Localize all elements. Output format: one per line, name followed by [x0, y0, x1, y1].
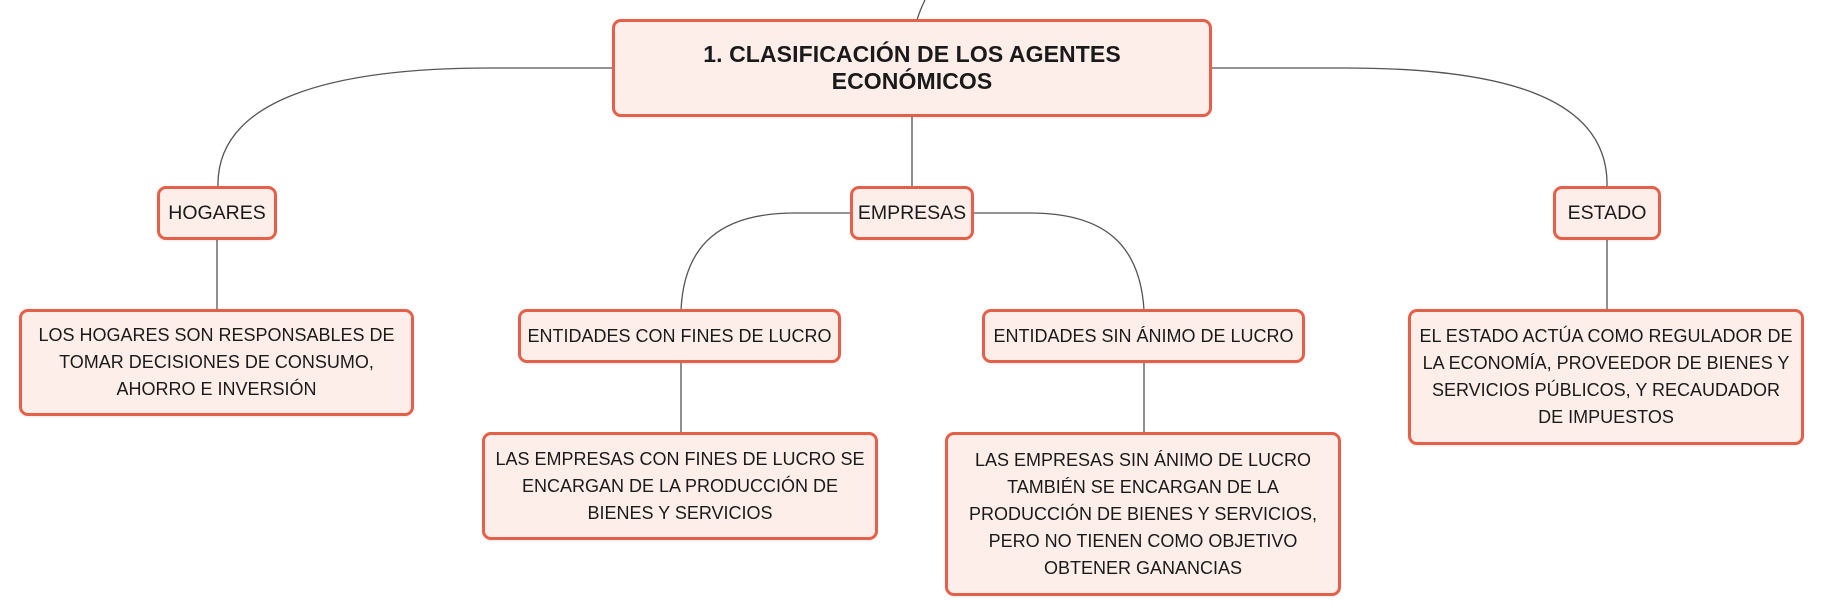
root-node-text: 1. CLASIFICACIÓN DE LOS AGENTES ECONÓMIC…: [703, 41, 1121, 94]
estado-node[interactable]: ESTADO: [1553, 186, 1661, 240]
connector-root-hogares: [217, 67, 612, 189]
con-fines-node[interactable]: ENTIDADES CON FINES DE LUCRO: [518, 309, 841, 363]
connector-root-estado: [1212, 67, 1608, 189]
connector-empresas-sin-animo: [973, 212, 1145, 311]
con-fines-description-text: LAS EMPRESAS CON FINES DE LUCRO SE ENCAR…: [495, 448, 865, 523]
sin-animo-description-node[interactable]: LAS EMPRESAS SIN ÁNIMO DE LUCRO TAMBIÉN …: [945, 432, 1341, 596]
hogares-node-text: HOGARES: [168, 201, 266, 224]
sin-animo-node[interactable]: ENTIDADES SIN ÁNIMO DE LUCRO: [982, 309, 1305, 363]
con-fines-node-text: ENTIDADES CON FINES DE LUCRO: [527, 325, 832, 346]
sin-animo-description-text: LAS EMPRESAS SIN ÁNIMO DE LUCRO TAMBIÉN …: [968, 449, 1318, 578]
hogares-description-node[interactable]: LOS HOGARES SON RESPONSABLES DE TOMAR DE…: [19, 309, 414, 416]
root-node[interactable]: 1. CLASIFICACIÓN DE LOS AGENTES ECONÓMIC…: [612, 19, 1212, 117]
estado-node-text: ESTADO: [1567, 201, 1647, 224]
connector-parent-root: [916, 0, 926, 21]
estado-description-text: EL ESTADO ACTÚA COMO REGULADOR DE LA ECO…: [1419, 326, 1793, 427]
estado-description-node[interactable]: EL ESTADO ACTÚA COMO REGULADOR DE LA ECO…: [1408, 309, 1804, 445]
con-fines-description-node[interactable]: LAS EMPRESAS CON FINES DE LUCRO SE ENCAR…: [482, 432, 878, 540]
empresas-node-text: EMPRESAS: [857, 201, 967, 224]
hogares-node[interactable]: HOGARES: [157, 186, 277, 240]
empresas-node[interactable]: EMPRESAS: [850, 186, 974, 240]
sin-animo-node-text: ENTIDADES SIN ÁNIMO DE LUCRO: [993, 325, 1294, 346]
connector-empresas-con-fines: [680, 212, 851, 311]
hogares-description-text: LOS HOGARES SON RESPONSABLES DE TOMAR DE…: [38, 325, 395, 399]
